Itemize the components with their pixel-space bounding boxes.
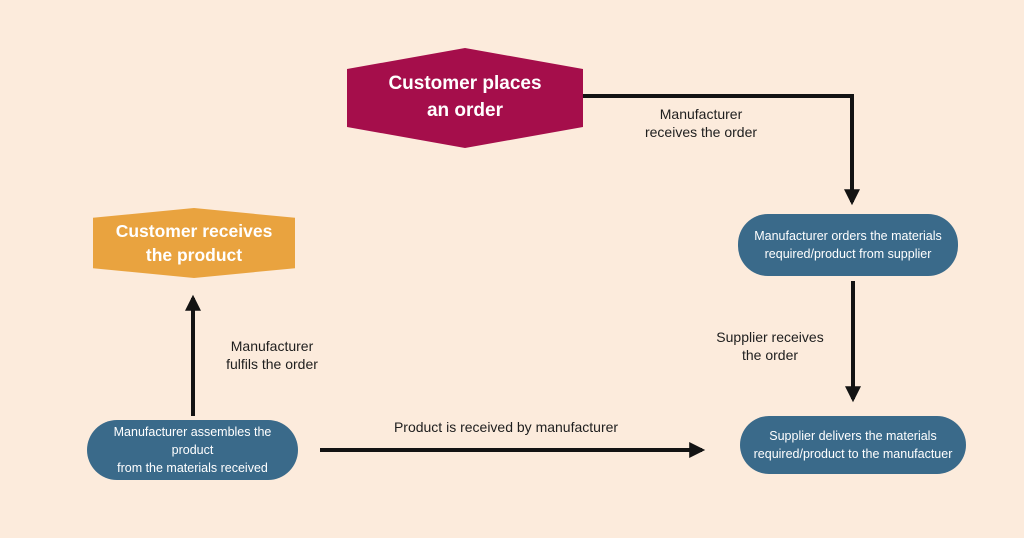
edge-label-manufacturer-receives-the-order: Manufacturer receives the order	[644, 106, 758, 141]
node-customer-receives-the-product: Customer receives the product	[93, 208, 295, 278]
edge-label-supplier-receives-the-order: Supplier receives the order	[716, 329, 824, 364]
node-supplier-delivers-materials: Supplier delivers the materials required…	[740, 416, 966, 474]
node-customer-places-an-order: Customer places an order	[347, 48, 583, 148]
node-manufacturer-assembles-product: Manufacturer assembles the product from …	[87, 420, 298, 480]
edge-label-product-is-received-by-manufacturer: Product is received by manufacturer	[393, 419, 619, 435]
edge-label-manufacturer-fulfils-the-order: Manufacturer fulfils the order	[226, 338, 318, 373]
node-manufacturer-orders-materials: Manufacturer orders the materials requir…	[738, 214, 958, 276]
